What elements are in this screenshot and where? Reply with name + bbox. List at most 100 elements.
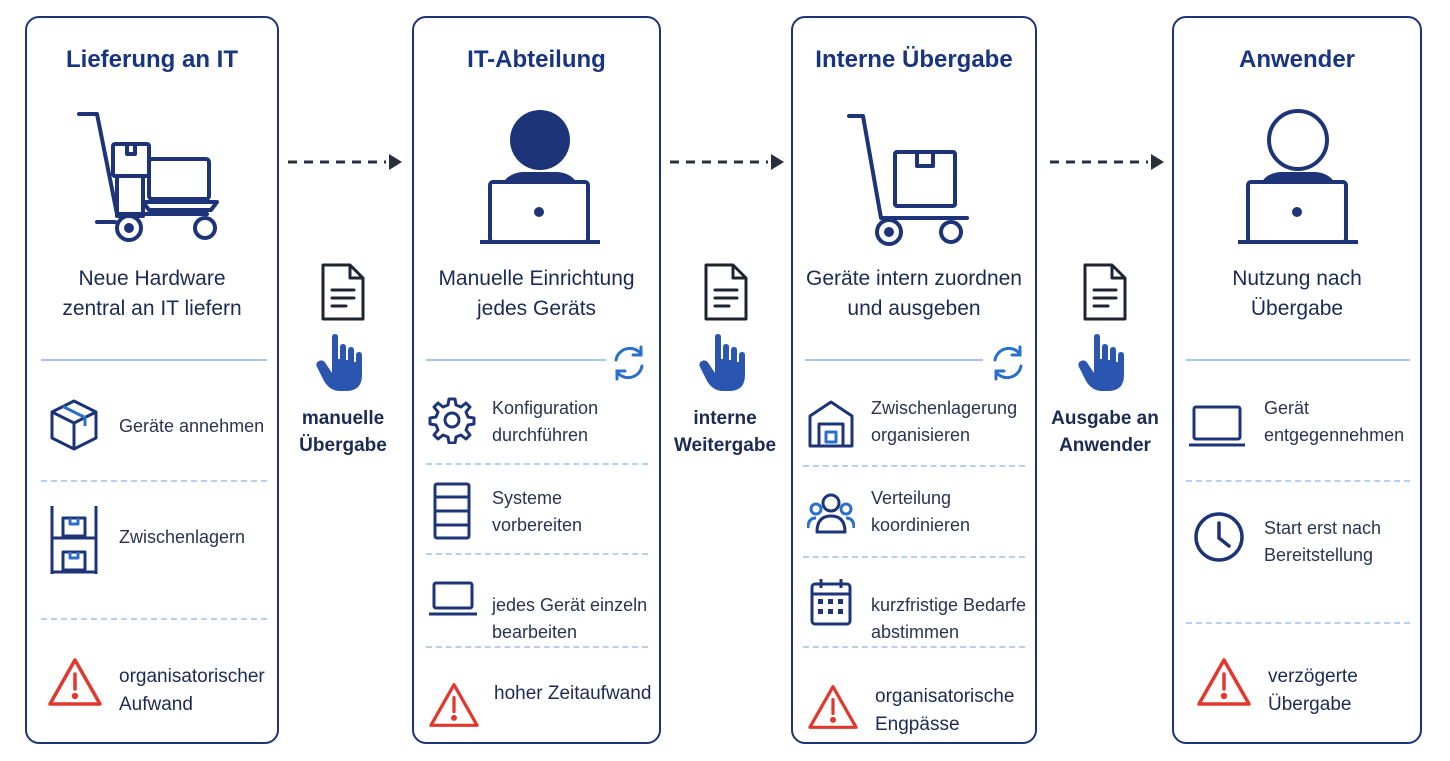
handoff-line: Anwender <box>1059 435 1151 456</box>
item-line: abstimmen <box>871 622 960 642</box>
item-text: Verteilung koordinieren <box>871 485 970 539</box>
warning-icon <box>1196 656 1252 708</box>
item-text: Zwischenlagerung organisieren <box>871 395 1017 449</box>
sync-icon <box>989 344 1027 382</box>
section-divider <box>1186 359 1410 361</box>
item-divider <box>803 465 1025 467</box>
item-line: Start erst nach <box>1264 518 1382 538</box>
sync-icon <box>610 344 648 382</box>
column-it-department: IT-Abteilung Manuelle Einrichtung jedes … <box>412 16 661 744</box>
item-line: entgegennehmen <box>1264 425 1405 445</box>
calendar-icon <box>809 577 853 627</box>
item-line: Systeme <box>492 488 563 508</box>
column-delivery-to-it: Lieferung an IT Neue Hardware zentral an… <box>25 16 279 744</box>
hand-pointer-icon <box>314 333 368 393</box>
item-divider <box>41 618 267 620</box>
handoff-line: Weitergabe <box>673 435 777 456</box>
item-line: Bereitstellung <box>1264 545 1374 565</box>
item-text: Gerät entgegennehmen <box>1264 395 1404 449</box>
column-user: Anwender Nutzung nach Übergabe Gerät ent… <box>1172 16 1422 744</box>
clock-icon <box>1192 510 1246 564</box>
section-divider <box>805 359 983 361</box>
warning-text: organisatorischer Aufwand <box>119 663 265 719</box>
description-line: Geräte intern zuordnen <box>806 267 1022 290</box>
hand-pointer-icon <box>1076 333 1130 393</box>
section-divider <box>426 359 606 361</box>
item-line: bearbeiten <box>492 622 578 642</box>
column-description: Neue Hardware zentral an IT liefern <box>27 264 277 324</box>
people-icon <box>807 492 855 534</box>
warehouse-icon <box>807 398 855 448</box>
column-title: Anwender <box>1238 46 1355 73</box>
item-divider <box>1186 622 1410 624</box>
item-line: organisieren <box>871 425 971 445</box>
warning-line: hoher Zeitaufwand <box>494 683 652 704</box>
item-line: Geräte annehmen <box>119 416 265 436</box>
handoff-label: Ausgabe an Anwender <box>1050 405 1160 459</box>
handoff-line: Übergabe <box>299 435 387 456</box>
item-divider <box>803 646 1025 648</box>
item-line: jedes Gerät einzeln <box>492 595 648 615</box>
warning-line: Engpässe <box>875 714 960 735</box>
item-text: Start erst nach Bereitstellung <box>1264 515 1381 569</box>
item-divider <box>426 463 648 465</box>
item-line: koordinieren <box>871 515 971 535</box>
hand-truck-icon <box>847 110 977 250</box>
handoff-line: manuelle <box>301 408 385 429</box>
package-icon <box>49 398 99 452</box>
item-line: Zwischenlagerung <box>871 398 1018 418</box>
warning-icon <box>807 683 859 731</box>
dashed-arrow <box>668 152 788 172</box>
item-text: Systeme vorbereiten <box>492 485 582 539</box>
description-line: Nutzung nach <box>1232 267 1362 290</box>
document-icon <box>1082 262 1128 322</box>
column-description: Geräte intern zuordnen und ausgeben <box>793 264 1035 324</box>
column-description: Manuelle Einrichtung jedes Geräts <box>414 264 659 324</box>
column-description: Nutzung nach Übergabe <box>1174 264 1420 324</box>
handoff-line: interne <box>693 408 757 429</box>
column-title: Lieferung an IT <box>65 46 238 73</box>
laptop-icon <box>428 580 478 618</box>
warning-line: Aufwand <box>119 694 193 715</box>
item-text: Zwischenlagern <box>119 524 245 551</box>
laptop-icon <box>1188 404 1246 448</box>
warning-line: organisatorische <box>875 686 1015 707</box>
description-line: jedes Geräts <box>476 297 597 320</box>
column-internal-handover: Interne Übergabe Geräte intern zuordnen … <box>791 16 1037 744</box>
item-divider <box>426 646 648 648</box>
handoff-label: manuelle Übergabe <box>288 405 398 459</box>
gear-icon <box>428 396 476 444</box>
item-text: Geräte annehmen <box>119 413 264 440</box>
user-at-laptop-icon <box>1238 104 1358 254</box>
item-line: Gerät <box>1264 398 1310 418</box>
warning-line: verzögerte <box>1268 666 1358 687</box>
dashed-arrow <box>1048 152 1168 172</box>
item-text: jedes Gerät einzeln bearbeiten <box>492 592 647 646</box>
item-line: Zwischenlagern <box>119 527 246 547</box>
handoff-label: interne Weitergabe <box>670 405 780 459</box>
item-divider <box>41 480 267 482</box>
item-line: Konfiguration <box>492 398 599 418</box>
description-line: Neue Hardware <box>78 267 226 290</box>
description-line: zentral an IT liefern <box>62 297 242 320</box>
item-line: durchführen <box>492 425 589 445</box>
hand-pointer-icon <box>697 333 751 393</box>
warning-line: Übergabe <box>1268 694 1352 715</box>
section-divider <box>41 359 267 361</box>
warning-icon <box>47 656 103 708</box>
description-line: und ausgeben <box>847 297 981 320</box>
item-line: kurzfristige Bedarfe <box>871 595 1027 615</box>
warning-line: organisatorischer <box>119 666 265 687</box>
server-icon <box>432 482 472 540</box>
item-divider <box>1186 480 1410 482</box>
item-line: vorbereiten <box>492 515 583 535</box>
description-line: Übergabe <box>1250 297 1344 320</box>
item-line: Verteilung <box>871 488 952 508</box>
dashed-arrow <box>286 152 406 172</box>
item-text: Konfiguration durchführen <box>492 395 598 449</box>
handoff-line: Ausgabe an <box>1051 408 1159 429</box>
document-icon <box>320 262 366 322</box>
column-title: Interne Übergabe <box>815 46 1013 73</box>
item-text: kurzfristige Bedarfe abstimmen <box>871 592 1026 646</box>
cart-with-laptop-icon <box>77 104 222 254</box>
